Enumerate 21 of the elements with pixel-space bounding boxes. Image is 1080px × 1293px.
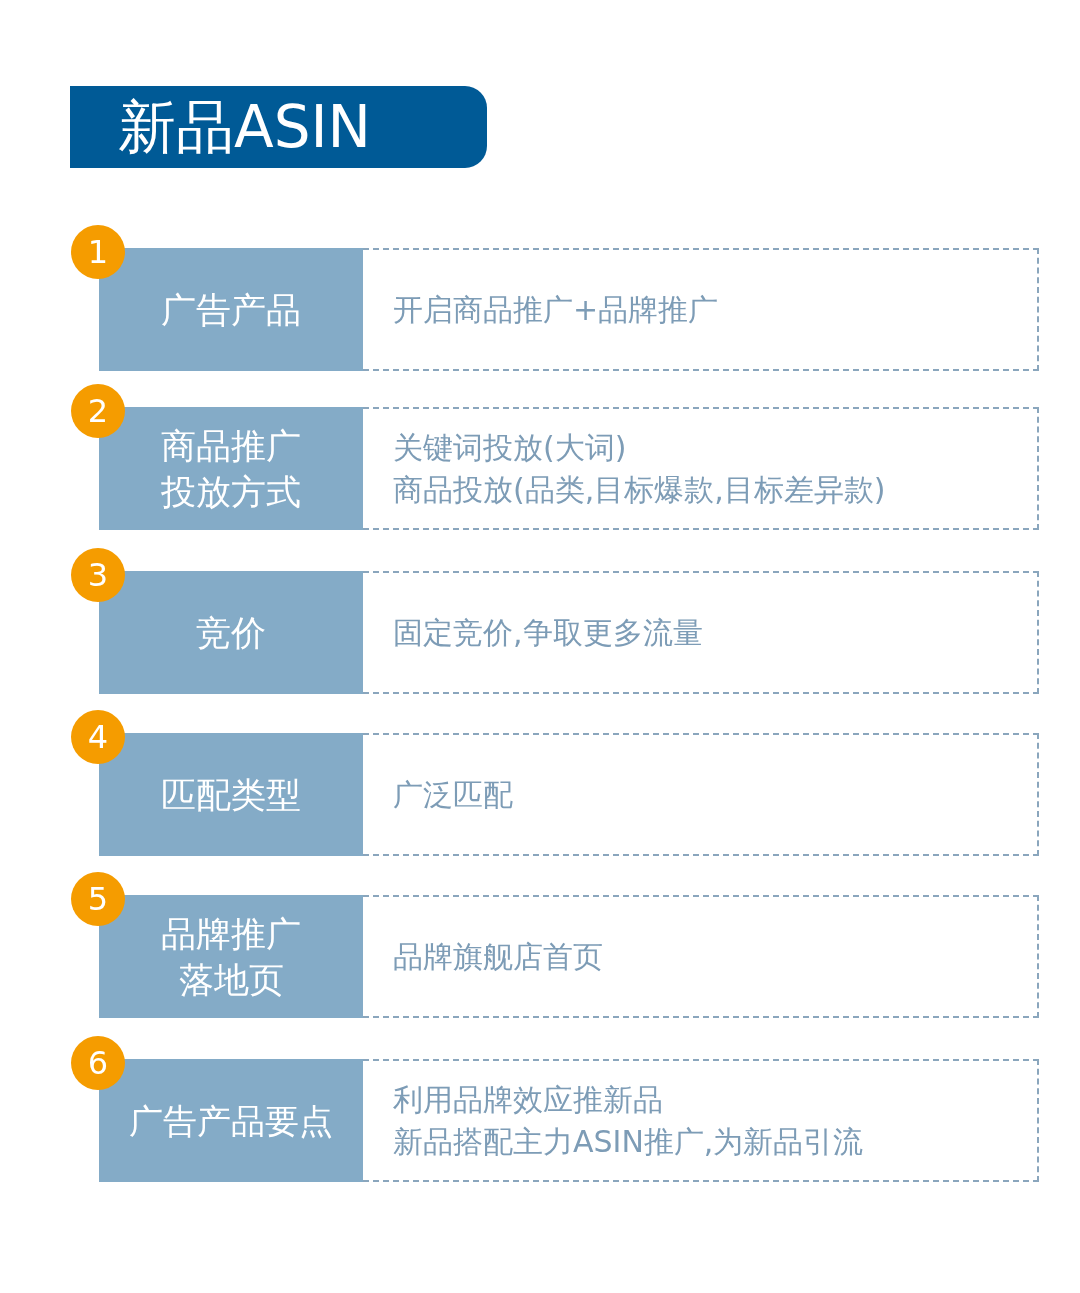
step-number-badge: 2 [71, 384, 125, 438]
detail-text: 利用品牌效应推新品 [393, 1080, 664, 1119]
detail-text: 关键词投放(大词) [393, 428, 628, 467]
detail-panel [363, 407, 1039, 530]
detail-text: 新品搭配主力ASIN推广,为新品引流 [393, 1122, 865, 1161]
detail-panel [363, 571, 1039, 694]
step-number-badge: 4 [71, 710, 125, 764]
step-number-badge: 1 [71, 225, 125, 279]
detail-text: 开启商品推广+品牌推广 [393, 290, 720, 329]
detail-panel [363, 248, 1039, 371]
step-number-badge: 3 [71, 548, 125, 602]
detail-panel [363, 1059, 1039, 1182]
detail-text: 商品投放(品类,目标爆款,目标差异款) [393, 470, 887, 509]
step-number-badge: 6 [71, 1036, 125, 1090]
detail-panel [363, 895, 1039, 1018]
detail-text: 固定竞价,争取更多流量 [393, 613, 704, 652]
step-number-badge: 5 [71, 872, 125, 926]
title-banner: 新品ASIN [70, 86, 487, 168]
detail-text: 广泛匹配 [393, 775, 514, 814]
detail-text: 品牌旗舰店首页 [393, 937, 604, 976]
detail-panel [363, 733, 1039, 856]
